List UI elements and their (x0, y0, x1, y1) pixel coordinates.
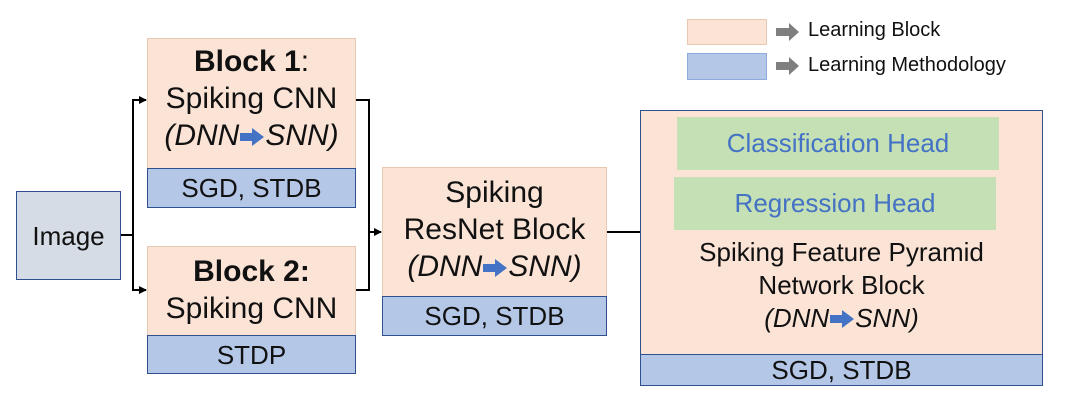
legend-learning-methodology-label: Learning Methodology (808, 54, 1006, 76)
blocks-to-resnet-connector (356, 99, 382, 291)
fpn-label: Spiking Feature Pyramid Network Block (D… (640, 236, 1043, 335)
conversion-arrow-icon (830, 310, 855, 328)
block2-methodology: STDP (147, 335, 356, 374)
legend-arrow-icon (776, 23, 799, 41)
legend-learning-methodology-swatch (687, 53, 767, 80)
block1-title: Block 1: (193, 45, 310, 78)
block2-subtitle: Spiking CNN (165, 292, 338, 325)
legend-learning-block-label: Learning Block (808, 19, 941, 41)
resnet-methodology: SGD, STDB (382, 296, 607, 336)
image-to-blocks-connector (121, 96, 147, 294)
legend-arrow-icon (776, 57, 799, 75)
block1-subtitle: Spiking CNN (165, 82, 338, 115)
regression-head: Regression Head (674, 177, 996, 230)
fpn-methodology: SGD, STDB (640, 354, 1043, 386)
fpn-line2: Network Block (758, 270, 925, 300)
block2-title: Block 2: (193, 255, 310, 288)
fpn-line1: Spiking Feature Pyramid (699, 237, 984, 267)
resnet-line1: Spiking (445, 176, 544, 209)
resnet-line2: ResNet Block (403, 213, 586, 246)
block2-learning-block: Block 2: Spiking CNN (147, 246, 356, 336)
classification-head: Classification Head (677, 117, 999, 170)
block1-methodology: SGD, STDB (147, 168, 356, 208)
image-label: Image (32, 220, 105, 251)
legend-learning-block-swatch (687, 19, 767, 45)
conversion-arrow-icon (240, 128, 265, 146)
conversion-arrow-icon (483, 259, 508, 277)
image-input-box: Image (16, 191, 121, 280)
